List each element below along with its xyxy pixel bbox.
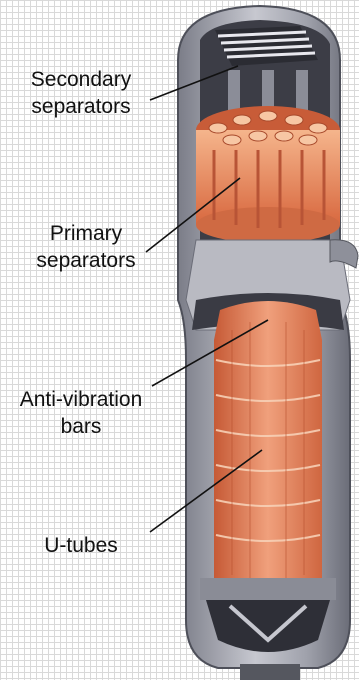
label-secondary-line1: Secondary: [6, 66, 156, 93]
label-secondary-separators: Secondary separators: [6, 66, 156, 120]
label-utubes-line1: U-tubes: [6, 532, 156, 559]
label-primary-separators: Primary separators: [6, 220, 166, 274]
label-antivibration-line1: Anti-vibration: [6, 386, 156, 413]
label-secondary-line2: separators: [6, 93, 156, 120]
label-antivibration-line2: bars: [6, 413, 156, 440]
label-primary-line1: Primary: [6, 220, 166, 247]
tube-bundle: [214, 301, 322, 580]
label-primary-line2: separators: [6, 247, 166, 274]
label-anti-vibration-bars: Anti-vibration bars: [6, 386, 156, 440]
lower-head: [200, 578, 336, 652]
primary-separators: [196, 106, 340, 243]
label-u-tubes: U-tubes: [6, 532, 156, 559]
